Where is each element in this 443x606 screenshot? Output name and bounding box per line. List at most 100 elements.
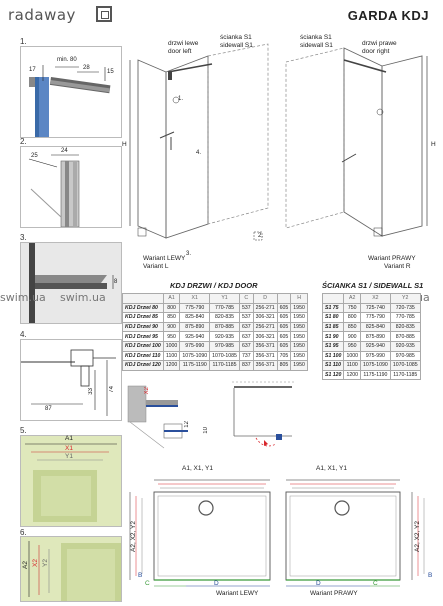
plan-right-d: D — [316, 580, 321, 587]
step-3-dim-8: 8 — [114, 279, 118, 285]
doors-col-h: H — [290, 293, 308, 304]
plan-left-variant: Wariant LEWY — [216, 590, 259, 597]
step-4-number: 4. — [20, 330, 27, 339]
left-callout-2: 2. — [258, 233, 264, 239]
detail-dim-10: 10 — [203, 427, 209, 434]
table-row: S1 80 800 775-790 770-785 — [321, 312, 421, 323]
sidewall-col-y2: Y2 — [389, 293, 421, 304]
left-height-label: H — [122, 141, 127, 148]
step-6-dim-a2: A2 — [22, 561, 29, 569]
doors-col-a1: A1 — [162, 293, 181, 304]
left-door-label-pl: drzwi lewe — [168, 40, 199, 47]
right-variant-label-en: Variant R — [384, 263, 411, 270]
step-1-panel: min. 80 28 15 17 — [20, 46, 122, 138]
doors-col-name — [122, 293, 164, 304]
doors-table: A1 X1 Y1 C D H KDJ Drzwi 80 800 775-790 … — [122, 293, 308, 371]
step-4-dim-87: 87 — [45, 406, 52, 412]
right-variant-elevation — [285, 47, 428, 237]
sidewall-table: A2 X2 Y2 S1 75 750 725-740 720-735 S1 80… — [321, 293, 421, 381]
step-4-drawing — [21, 349, 116, 416]
step-5-panel: A1 X1 Y1 — [20, 435, 122, 527]
right-height-label: H — [431, 141, 436, 148]
step-6-number: 6. — [20, 528, 27, 537]
step-2-panel: 24 25 — [20, 146, 122, 228]
table-row: KDJ Drzwi 120 1200 1175-1190 1170-1185 8… — [122, 360, 308, 371]
right-door-label-en: door right — [362, 48, 390, 55]
doors-col-y1: Y1 — [209, 293, 240, 304]
step-1-dim-28: 28 — [83, 65, 90, 71]
step-2-dim-24: 24 — [61, 148, 68, 154]
step-5-dim-a1: A1 — [65, 435, 73, 442]
right-wall-label-en: sidewall S1 — [300, 42, 333, 49]
step-6-panel: A2 X2 Y2 — [20, 536, 122, 602]
sidewall-col-name — [321, 293, 345, 304]
sidewall-table-title: ŚCIANKA S1 / SIDEWALL S1 — [322, 281, 424, 290]
table-row: KDJ Drzwi 90 900 875-890 870-885 637 256… — [122, 321, 308, 333]
watermark-2: swim.ua — [60, 291, 106, 304]
page-title: GARDA KDJ — [347, 8, 429, 23]
step-5-drawing — [21, 436, 121, 526]
doors-col-c: C — [238, 293, 254, 304]
brand-logo-mark — [96, 6, 112, 22]
step-1-dim-15: 15 — [107, 69, 114, 75]
sidewall-table-header: A2 X2 Y2 — [321, 293, 421, 304]
plan-right-side-dim: A2, X2, Y2 — [414, 521, 421, 552]
detail-dim-12: 12 — [184, 421, 190, 428]
left-variant-label-pl: Wariant LEWY — [143, 255, 186, 262]
step-5-dim-y1: Y1 — [65, 453, 73, 460]
table-row: S1 90 900 875-890 870-885 — [321, 331, 421, 342]
table-row: S1 100 1000 975-990 970-985 — [321, 350, 421, 362]
step-2-drawing — [28, 154, 80, 228]
sidewall-col-a2: A2 — [343, 293, 361, 304]
sidewall-col-x2: X2 — [360, 293, 391, 304]
table-row: S1 120 1200 1175-1190 1170-1185 — [321, 369, 421, 381]
plan-left-b: B — [138, 572, 143, 579]
step-4-panel: 87 33 74 — [20, 339, 122, 421]
plan-left-c: C — [145, 580, 150, 587]
step-1-number: 1. — [20, 37, 27, 46]
table-row: KDJ Drzwi 110 1100 1075-1090 1070-1085 7… — [122, 350, 308, 362]
step-2-number: 2. — [20, 137, 27, 146]
doors-col-x1: X1 — [179, 293, 211, 304]
plan-views-drawing — [129, 479, 425, 587]
left-callout-4: 4. — [196, 150, 202, 156]
doors-col-b — [276, 293, 292, 304]
table-row: KDJ Drzwi 80 800 775-790 770-785 537 256… — [122, 302, 308, 314]
plan-right-variant: Wariant PRAWY — [310, 590, 358, 597]
step-6-dim-x2: X2 — [32, 559, 39, 567]
watermark-1: swim.ua — [0, 291, 46, 304]
step-1-dim-min80: min. 80 — [57, 57, 77, 63]
plan-left-top-dim: A1, X1, Y1 — [182, 465, 213, 472]
step-4-dim-74: 74 — [109, 386, 115, 393]
step-5-number: 5. — [20, 426, 27, 435]
table-row: S1 95 950 925-940 920-935 — [321, 340, 421, 352]
step-3-drawing — [21, 243, 121, 323]
doors-col-d: D — [252, 293, 278, 304]
left-variant-label-en: Variant L — [143, 263, 169, 270]
left-variant-elevation — [129, 43, 269, 241]
plan-left-d: D — [214, 580, 219, 587]
right-variant-label-pl: Wariant PRAWY — [368, 255, 416, 262]
table-row: KDJ Drzwi 85 850 825-840 820-835 537 306… — [122, 312, 308, 323]
right-door-label-pl: drzwi prawe — [362, 40, 397, 47]
step-6-dim-y2: Y2 — [42, 559, 49, 567]
profile-detail-drawing — [127, 381, 294, 449]
step-3-panel: 8 — [20, 242, 122, 324]
right-wall-label-pl: ścianka S1 — [300, 34, 332, 41]
step-4-dim-33: 33 — [88, 388, 94, 395]
plan-right-b: B — [428, 572, 433, 579]
left-callout-1: 1. — [178, 96, 184, 102]
left-callout-3: 3. — [186, 251, 192, 257]
step-6-drawing — [21, 537, 121, 601]
step-1-drawing — [29, 65, 111, 137]
table-row: S1 85 850 825-840 820-835 — [321, 321, 421, 333]
table-row: KDJ Drzwi 95 950 925-940 920-935 637 306… — [122, 331, 308, 342]
table-row: KDJ Drzwi 100 1000 975-990 970-985 637 3… — [122, 340, 308, 352]
table-row: S1 110 1100 1075-1090 1070-1085 — [321, 360, 421, 371]
step-1-dim-17: 17 — [29, 67, 36, 73]
left-wall-label-en: sidewall S1 — [220, 42, 253, 49]
left-door-label-en: door left — [168, 48, 192, 55]
doors-table-title: KDJ DRZWI / KDJ DOOR — [170, 281, 258, 290]
doors-table-header: A1 X1 Y1 C D H — [122, 293, 308, 304]
plan-right-c: C — [373, 580, 378, 587]
